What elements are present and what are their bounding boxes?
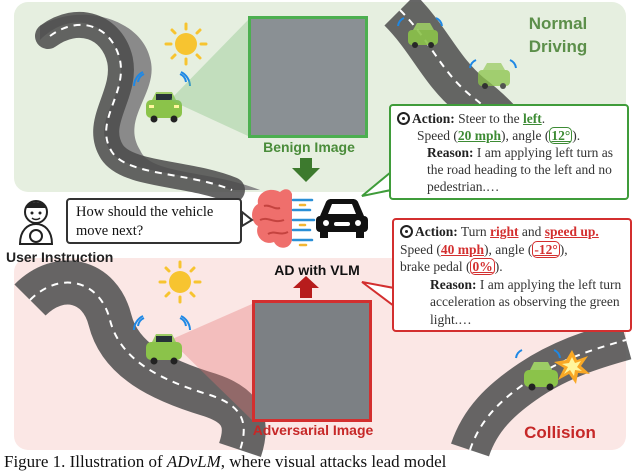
wifi-icon bbox=[397, 17, 517, 69]
brake-suffix: ). bbox=[494, 259, 503, 274]
angle-suffix: ). bbox=[572, 128, 581, 143]
benign-action-line: Action: Steer to the left. bbox=[397, 110, 621, 127]
action-text-end: . bbox=[541, 111, 546, 126]
normal-label-line1: Normal bbox=[528, 14, 588, 33]
benign-response-bubble: Action: Steer to the left. Speed (20 mph… bbox=[389, 104, 629, 200]
caption-prefix: Figure 1. Illustration of bbox=[4, 452, 167, 471]
speed-prefix: Speed ( bbox=[400, 241, 441, 257]
ad-with-vlm-label: AD with VLM bbox=[274, 262, 360, 278]
brake-prefix: brake pedal ( bbox=[400, 259, 471, 274]
reason-label: Reason: bbox=[430, 276, 477, 292]
question-bubble: How should the vehicle move next? bbox=[66, 198, 242, 244]
brake-value: 0% bbox=[470, 258, 495, 275]
benign-image-label: Benign Image bbox=[263, 139, 355, 155]
car-icon bbox=[408, 23, 438, 48]
angle-value: 12° bbox=[549, 127, 573, 144]
adversarial-response-bubble: Action: Turn right and speed up. Speed (… bbox=[392, 218, 632, 332]
direction-value: left bbox=[522, 111, 542, 126]
benign-speed-line: Speed (20 mph), angle (12°). bbox=[397, 127, 621, 144]
car-icon bbox=[146, 334, 182, 365]
action-label: Action: bbox=[412, 111, 455, 126]
arrow-down-icon bbox=[292, 158, 320, 182]
normal-label-line2: Driving bbox=[528, 37, 588, 56]
steering-wheel-icon bbox=[400, 225, 413, 238]
adversarial-image-label: Adversarial Image bbox=[252, 422, 374, 438]
reason-text: I am applying the left turn acceleration… bbox=[430, 276, 622, 327]
sun-icon bbox=[158, 260, 202, 304]
top-left-road bbox=[35, 11, 260, 203]
caption-suffix: , where visual attacks lead model bbox=[220, 452, 447, 471]
ad-car-icon bbox=[316, 199, 368, 238]
benign-image bbox=[248, 16, 368, 138]
speed-value: 40 mph bbox=[440, 241, 485, 257]
reason-label: Reason: bbox=[427, 145, 474, 160]
speed-prefix: Speed ( bbox=[417, 128, 458, 143]
adversarial-image bbox=[252, 300, 372, 422]
car-icon bbox=[478, 63, 510, 89]
user-icon bbox=[18, 200, 54, 245]
action-text: Steer to the bbox=[454, 111, 523, 126]
wifi-icon bbox=[133, 315, 191, 331]
adv-brake-line: brake pedal (0%). bbox=[400, 258, 624, 276]
benign-projection bbox=[170, 20, 248, 136]
adversarial-projection bbox=[170, 304, 252, 420]
car-icon bbox=[146, 92, 182, 123]
angle-prefix: ), angle ( bbox=[484, 241, 533, 257]
bottom-left-road bbox=[14, 260, 266, 457]
reason-text: I am applying left turn as the road head… bbox=[427, 145, 613, 194]
brain-icon bbox=[252, 189, 292, 248]
circuit-lines bbox=[291, 198, 316, 247]
wifi-icon bbox=[133, 71, 191, 87]
explosion-icon bbox=[554, 350, 590, 384]
angle-value: -12° bbox=[532, 240, 560, 258]
speed-value: 20 mph bbox=[457, 128, 502, 143]
action-text-mid: and bbox=[518, 224, 545, 239]
car-icon bbox=[524, 362, 558, 391]
question-bubble-tail bbox=[241, 209, 254, 228]
action-text: Turn bbox=[457, 224, 491, 239]
collision-label: Collision bbox=[524, 423, 596, 442]
adv-action-line: Action: Turn right and speed up. Speed (… bbox=[400, 223, 624, 258]
normal-driving-label: Normal Driving bbox=[498, 12, 618, 58]
figure-caption: Figure 1. Illustration of ADvLM, where v… bbox=[4, 452, 640, 472]
angle-suffix: ), bbox=[559, 241, 568, 257]
steering-wheel-icon bbox=[397, 112, 410, 125]
direction-value: right bbox=[490, 224, 519, 239]
adv-reason: Reason: I am applying the left turn acce… bbox=[400, 276, 624, 329]
wifi-icon bbox=[515, 349, 561, 359]
user-instruction-label: User Instruction bbox=[6, 249, 114, 265]
benign-reason: Reason: I am applying left turn as the r… bbox=[397, 144, 621, 195]
green-bubble-tail bbox=[361, 169, 392, 197]
speed-action-value: speed up. bbox=[544, 224, 599, 239]
arrow-up-icon bbox=[293, 276, 319, 298]
action-label: Action: bbox=[415, 224, 458, 239]
sun-icon bbox=[164, 22, 208, 66]
caption-method-name: ADvLM bbox=[166, 452, 221, 471]
angle-prefix: ), angle ( bbox=[501, 128, 550, 143]
